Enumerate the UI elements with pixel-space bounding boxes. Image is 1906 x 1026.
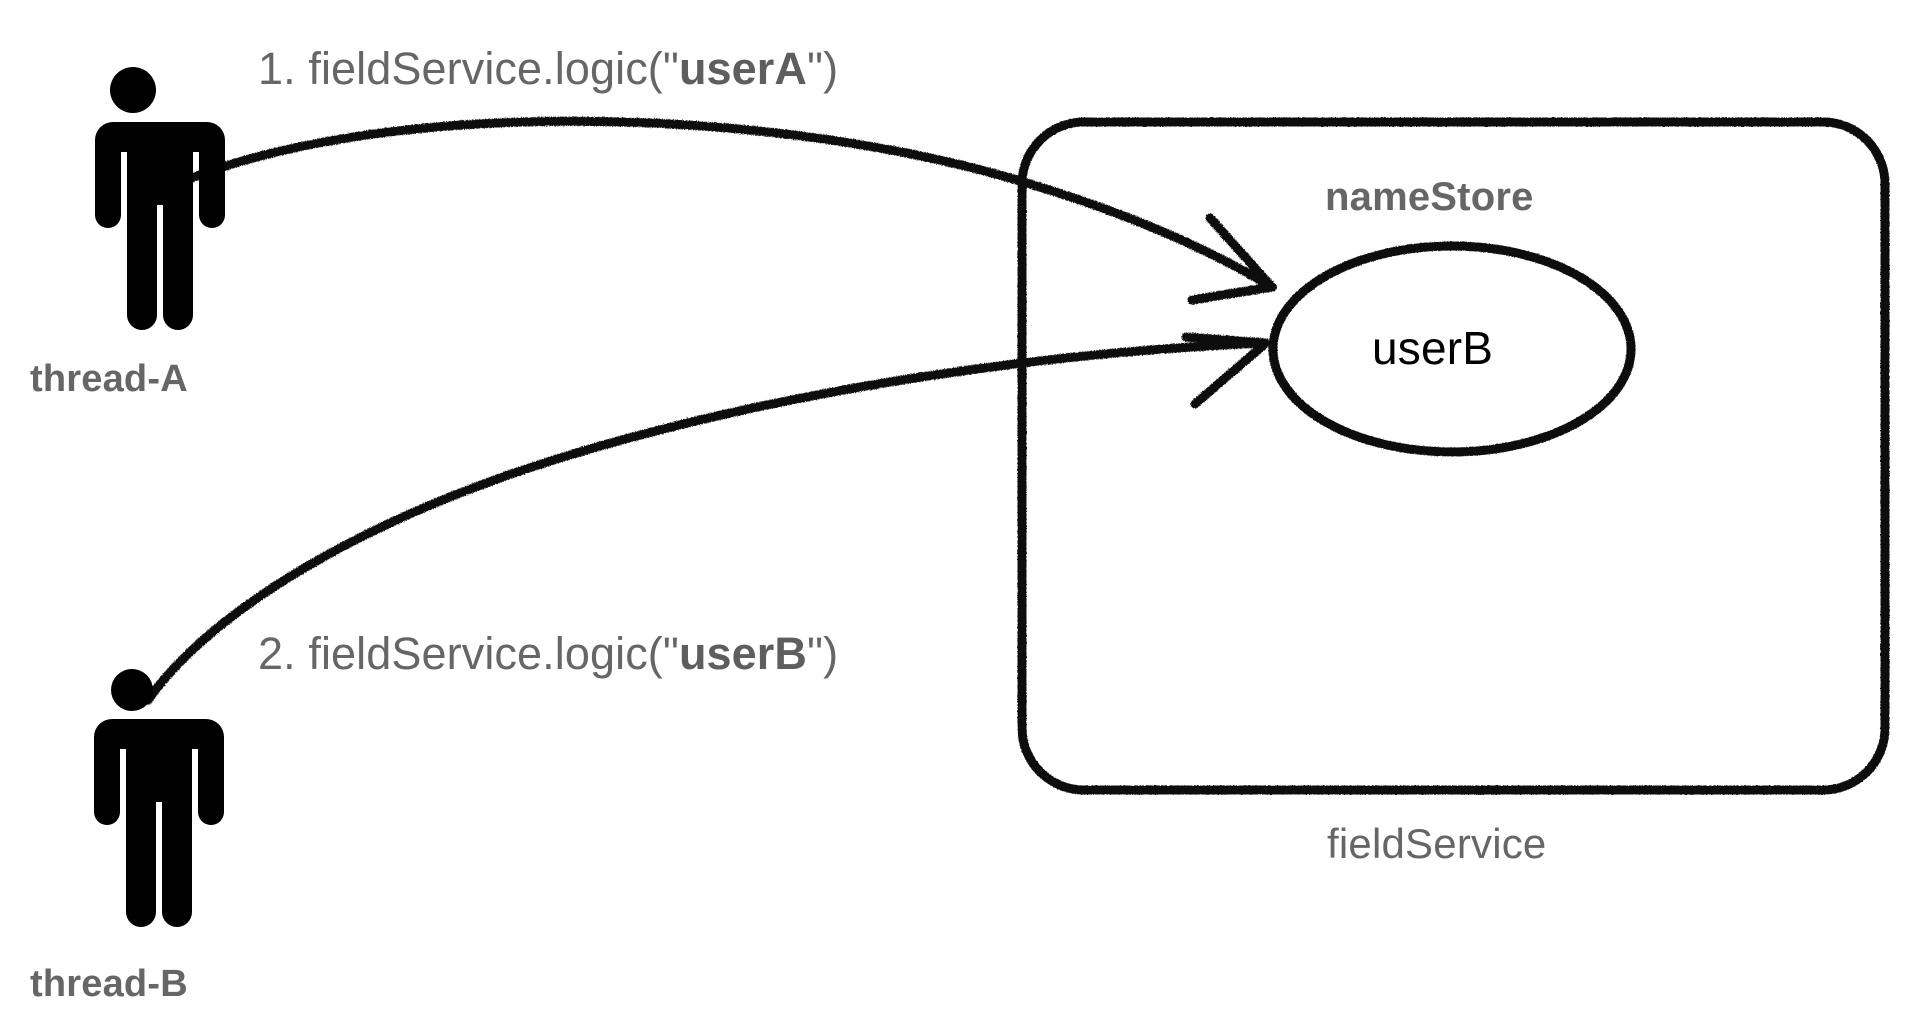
thread-a-label: thread-A — [30, 358, 188, 400]
call-1-method: fieldService.logic(" — [308, 43, 679, 94]
call-1-suffix: ") — [807, 43, 839, 94]
field-service-box-label: fieldService — [1327, 820, 1547, 867]
call-1-arg: userA — [678, 43, 808, 94]
thread-b-person-icon — [94, 669, 224, 927]
name-store-ellipse — [1268, 241, 1636, 457]
call-1-label: 1. fieldService.logic("userA") — [258, 46, 838, 91]
thread-a-person-icon — [95, 67, 225, 330]
field-service-box-outline — [1017, 117, 1890, 795]
call-2-arrow — [143, 332, 1271, 705]
call-2-arg: userB — [678, 628, 808, 679]
call-2-number: 2. — [258, 628, 296, 679]
call-1-arrow — [167, 116, 1277, 305]
call-1-number: 1. — [258, 43, 296, 94]
name-store-label: nameStore — [1325, 175, 1534, 219]
call-2-method: fieldService.logic(" — [308, 628, 679, 679]
call-2-suffix: ") — [807, 628, 839, 679]
user-b-node-label: userB — [1372, 322, 1494, 374]
thread-b-label: thread-B — [30, 963, 188, 1005]
call-2-label: 2. fieldService.logic("userB") — [258, 631, 838, 676]
